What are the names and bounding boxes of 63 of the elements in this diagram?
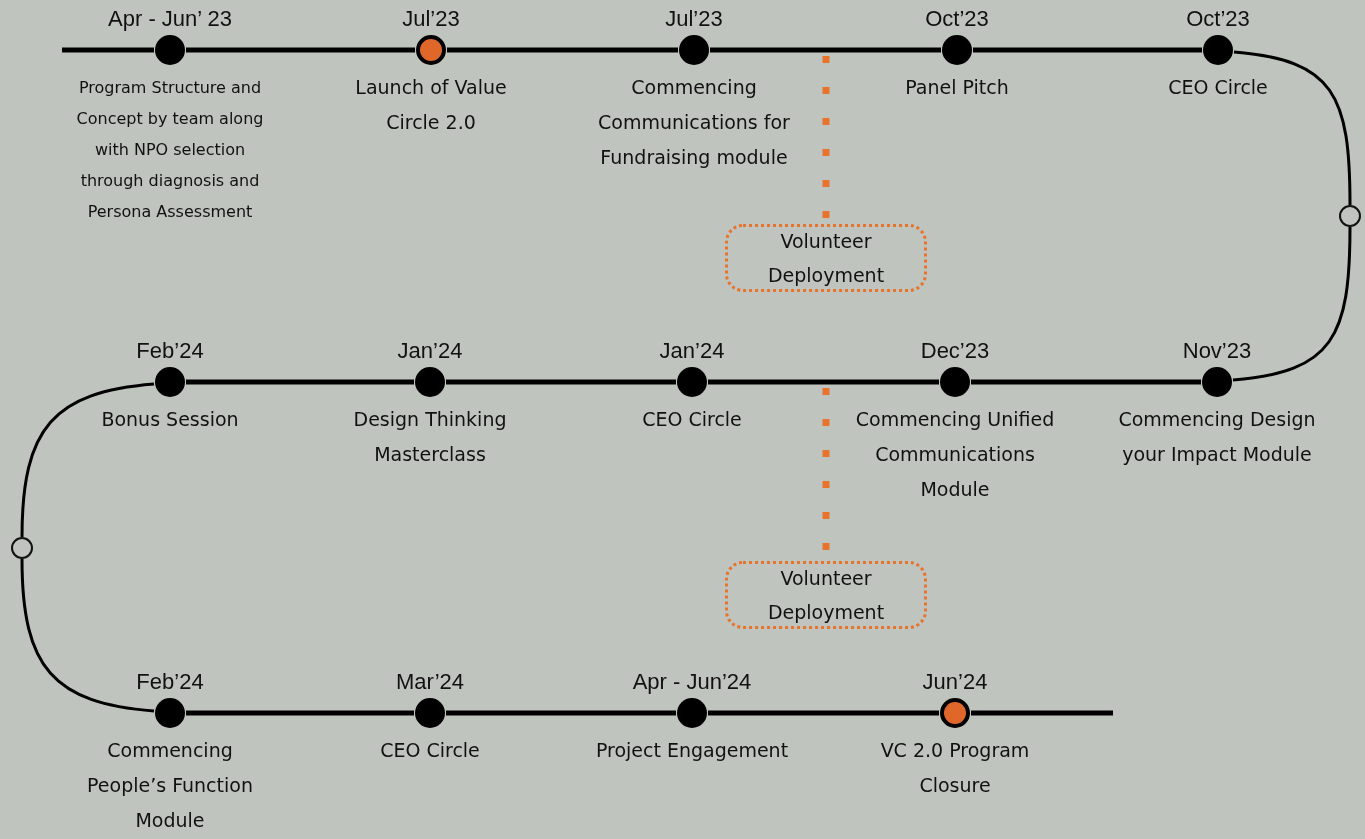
milestone-dot: [1202, 367, 1232, 397]
timeline-line: [447, 47, 678, 53]
milestone-description: CEO Circle: [379, 738, 481, 763]
milestone-description: Panel Pitch: [904, 75, 1010, 100]
timeline-line: [971, 379, 1201, 385]
ring-marker: [11, 537, 33, 559]
milestone-dot: [1203, 35, 1233, 65]
volunteer-box: Volunteer Deployment: [725, 561, 927, 629]
milestone-dot: [415, 367, 445, 397]
timeline-line: [446, 710, 676, 716]
date-label: Dec’23: [919, 338, 991, 364]
curved-connector: [20, 558, 155, 713]
date-label: Jul’23: [401, 6, 461, 32]
milestone-dot: [677, 367, 707, 397]
date-label: Jul’23: [664, 6, 724, 32]
volunteer-box: Volunteer Deployment: [725, 224, 927, 292]
milestone-description: Commencing Design your Impact Module: [1117, 407, 1317, 467]
date-label: Nov’23: [1181, 338, 1253, 364]
milestone-dot: [940, 698, 970, 728]
milestone-dot: [940, 367, 970, 397]
milestone-description: Project Engagement: [594, 738, 790, 763]
milestone-dot: [415, 698, 445, 728]
timeline-line: [62, 47, 154, 53]
date-label: Jan’24: [396, 338, 464, 364]
milestone-dot: [677, 698, 707, 728]
milestone-description: Commencing Unified Communications Module: [855, 407, 1055, 502]
milestone-description: Commencing People’s Function Module: [86, 738, 254, 833]
curved-connector: [20, 382, 155, 538]
date-label: Jun’24: [921, 669, 989, 695]
timeline-line: [971, 710, 1113, 716]
timeline-line: [973, 47, 1202, 53]
timeline-line: [710, 47, 941, 53]
timeline-line: [708, 710, 939, 716]
milestone-dot: [942, 35, 972, 65]
timeline-line: [186, 47, 415, 53]
date-label: Feb’24: [135, 338, 205, 364]
date-label: Apr - Jun’ 23: [107, 6, 233, 32]
date-label: Oct’23: [1185, 6, 1251, 32]
date-label: Apr - Jun’24: [631, 669, 753, 695]
milestone-description: Commencing Communications for Fundraising module: [597, 75, 791, 170]
milestone-description: Design Thinking Masterclass: [352, 407, 508, 467]
milestone-description: CEO Circle: [1167, 75, 1269, 100]
timeline-line: [446, 379, 676, 385]
date-label: Oct’23: [924, 6, 990, 32]
timeline-line: [186, 379, 414, 385]
milestone-dot: [416, 35, 446, 65]
timeline-line: [186, 710, 414, 716]
milestone-description: CEO Circle: [641, 407, 743, 432]
milestone-description: Program Structure and Concept by team along with NPO selection through diagnosis and Persona Assessment: [75, 77, 265, 223]
curved-connector: [1232, 226, 1352, 382]
timeline-line: [708, 379, 939, 385]
date-label: Mar’24: [394, 669, 466, 695]
date-label: Feb’24: [135, 669, 205, 695]
date-label: Jan’24: [658, 338, 726, 364]
milestone-description: VC 2.0 Program Closure: [879, 738, 1031, 798]
ring-marker: [1339, 205, 1361, 227]
milestone-description: Bonus Session: [100, 407, 240, 432]
milestone-dot: [155, 698, 185, 728]
curved-connector: [1233, 50, 1352, 206]
milestone-description: Launch of Value Circle 2.0: [354, 75, 508, 135]
milestone-dot: [155, 35, 185, 65]
milestone-dot: [679, 35, 709, 65]
milestone-dot: [155, 367, 185, 397]
